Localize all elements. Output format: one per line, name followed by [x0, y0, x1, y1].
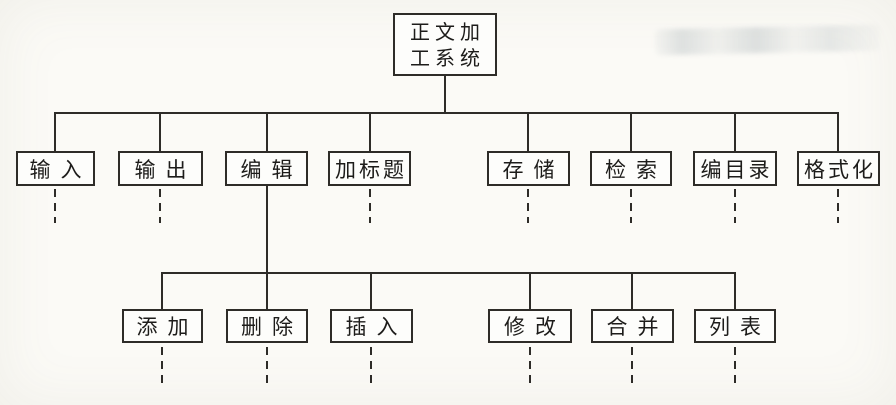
connector-level2-drop-list: [734, 272, 736, 310]
node-modify: 修改: [488, 309, 572, 343]
stub-below-list: [734, 347, 736, 385]
connector-level2-drop-modify: [529, 272, 531, 310]
root-label-line2: 工系统: [410, 45, 485, 70]
node-delete: 删除: [226, 309, 308, 343]
connector-level1-drop-retrieval: [630, 112, 632, 152]
connector-level1-drop-add-title: [369, 112, 371, 152]
connector-level1-bus: [55, 112, 839, 114]
connector-level1-drop-output: [159, 112, 161, 152]
node-merge: 合并: [591, 309, 674, 343]
node-add-title: 加标题: [328, 151, 411, 186]
node-add-label: 添加: [136, 315, 199, 339]
node-add: 添加: [122, 309, 203, 343]
node-merge-label: 合并: [606, 315, 669, 339]
node-output: 输出: [118, 151, 203, 186]
stub-below-format: [837, 189, 839, 223]
node-input-label: 输入: [29, 157, 92, 182]
connector-level1-drop-storage: [527, 112, 529, 152]
connector-level1-drop-input: [54, 112, 56, 152]
connector-root-drop: [444, 76, 446, 113]
stub-below-storage: [527, 189, 529, 223]
node-input: 输入: [16, 151, 95, 186]
node-output-label: 输出: [134, 157, 197, 182]
connector-edit-drop: [266, 186, 268, 274]
node-list: 列表: [694, 309, 776, 343]
stub-below-modify: [529, 347, 531, 385]
node-storage-label: 存储: [502, 157, 565, 182]
node-edit-label: 编辑: [240, 157, 303, 182]
node-add-title-label: 加标题: [335, 157, 407, 182]
node-catalog: 编目录: [693, 151, 777, 186]
stub-below-add: [161, 347, 163, 385]
connector-level2-drop-merge: [631, 272, 633, 310]
stub-below-delete: [266, 347, 268, 385]
node-modify-label: 修改: [504, 315, 566, 339]
connector-level2-drop-insert: [370, 272, 372, 310]
node-storage: 存储: [487, 151, 570, 186]
stub-below-retrieval: [630, 189, 632, 223]
connector-level1-drop-catalog: [734, 112, 736, 152]
node-root-text-processing-system: 正文加 工系统: [393, 13, 497, 76]
node-delete-label: 删除: [241, 315, 303, 339]
node-edit: 编辑: [225, 151, 308, 186]
node-insert: 插入: [330, 309, 413, 343]
node-format: 格式化: [797, 151, 880, 186]
ink-showthrough-smudge: [654, 24, 881, 56]
connector-level1-drop-format: [837, 112, 839, 152]
connector-level2-drop-delete: [266, 272, 268, 310]
stub-below-add-title: [369, 189, 371, 223]
connector-level1-drop-edit: [266, 112, 268, 152]
connector-level2-drop-add: [161, 272, 163, 310]
node-retrieval-label: 检索: [605, 157, 667, 182]
node-list-label: 列表: [709, 315, 771, 339]
stub-below-output: [159, 189, 161, 223]
stub-below-input: [54, 189, 56, 223]
stub-below-catalog: [734, 189, 736, 223]
root-label-line1: 正文加: [410, 19, 485, 44]
connector-level2-bus: [162, 272, 736, 274]
stub-below-insert: [370, 347, 372, 385]
node-insert-label: 插入: [345, 315, 408, 339]
stub-below-merge: [631, 347, 633, 385]
node-retrieval: 检索: [590, 151, 672, 186]
node-format-label: 格式化: [804, 157, 876, 182]
node-catalog-label: 编目录: [700, 157, 773, 182]
